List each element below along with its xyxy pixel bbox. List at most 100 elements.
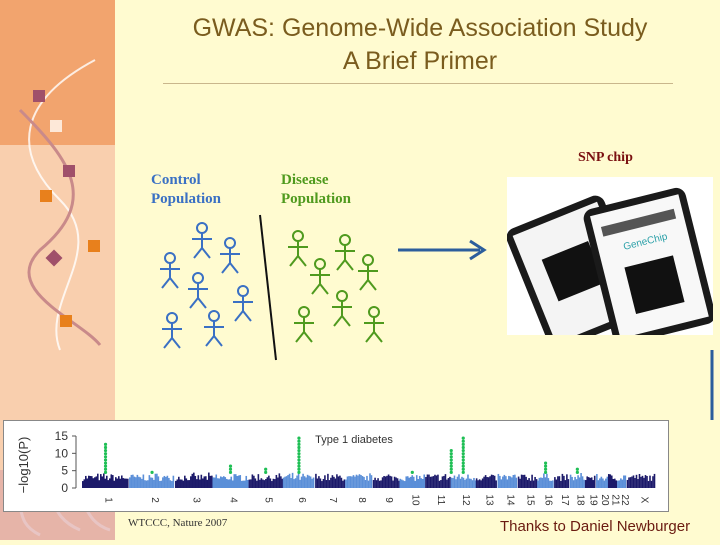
snp-mark [116, 478, 119, 488]
title-divider [163, 83, 673, 84]
snp-mark [231, 480, 234, 488]
y-tick-label: 10 [55, 446, 69, 460]
control-person-icon [160, 252, 180, 289]
head [362, 254, 374, 266]
legs [333, 314, 351, 327]
snp-mark [623, 475, 625, 488]
snp-mark [138, 476, 140, 488]
snp-mark [552, 480, 554, 488]
control-population-label: Control Population [151, 171, 221, 209]
hit-point [461, 461, 465, 465]
snp-mark [544, 477, 547, 488]
legs [161, 276, 179, 289]
snp-mark [266, 477, 269, 488]
hit-peak [449, 448, 453, 474]
hit-point [150, 470, 154, 474]
snp-mark [346, 476, 349, 488]
chromosome-16 [537, 473, 554, 488]
snp-mark [406, 476, 409, 488]
snp-mark [265, 479, 267, 488]
chromosome-14 [497, 473, 518, 488]
hit-point [228, 464, 233, 468]
snp-mark [156, 473, 158, 488]
snp-mark [369, 473, 371, 488]
disease-person-icon [288, 230, 308, 267]
snp-mark [649, 475, 651, 488]
chromosome-10 [399, 474, 426, 488]
snp-mark [333, 476, 335, 488]
x-tick-label: X [638, 497, 649, 504]
snp-mark [531, 474, 533, 488]
hit-point [103, 448, 108, 453]
snp-mark [237, 475, 240, 488]
snp-mark [641, 475, 644, 488]
snp-mark [211, 475, 213, 488]
hit-point [543, 467, 548, 471]
snp-mark [599, 478, 601, 488]
snp-mark [256, 480, 258, 488]
snp-mark [554, 477, 556, 488]
snp-mark [357, 475, 359, 488]
disease-person-icon [310, 258, 330, 295]
disease-person-icon [335, 234, 355, 271]
snp-mark [139, 477, 142, 488]
snp-mark [225, 478, 228, 488]
snp-mark [506, 479, 509, 488]
snp-mark [583, 479, 585, 488]
snp-mark [381, 477, 384, 488]
snp-mark [520, 474, 523, 488]
hit-point [297, 442, 301, 446]
head [192, 272, 204, 284]
chromosome-19 [584, 475, 596, 488]
snp-mark [100, 474, 102, 488]
snp-mark [505, 476, 507, 488]
legs [193, 246, 211, 259]
snp-mark [441, 476, 444, 488]
snp-mark [459, 478, 462, 488]
snp-mark [578, 477, 581, 488]
head [224, 237, 236, 249]
snp-mark [638, 473, 641, 488]
snp-mark [188, 480, 191, 488]
snp-mark [274, 479, 276, 488]
snp-mark [355, 474, 358, 488]
x-tick-label: 2 [149, 497, 160, 503]
head [292, 230, 304, 242]
head [336, 290, 348, 302]
snp-mark [342, 480, 344, 488]
snp-mark [203, 476, 206, 488]
hit-point [103, 452, 108, 456]
snp-mark [535, 479, 538, 488]
snp-mark [110, 474, 113, 488]
snp-mark [205, 476, 207, 488]
snp-mark [206, 479, 209, 488]
head [314, 258, 326, 270]
snp-mark [538, 477, 541, 488]
chromosome-X [626, 473, 656, 488]
snp-mark [574, 476, 576, 488]
label-line: Population [151, 191, 222, 207]
snp-mark [294, 478, 297, 488]
snp-mark [107, 480, 110, 488]
snp-mark [248, 479, 251, 488]
snp-mark [398, 480, 400, 488]
hit-peak [410, 470, 414, 474]
snp-mark [354, 476, 356, 488]
snp-mark [467, 474, 469, 488]
snp-mark [435, 475, 438, 488]
legs [205, 334, 223, 347]
snp-mark [151, 477, 154, 488]
control-person-icon [204, 310, 224, 347]
control-person-icon [233, 285, 253, 322]
snp-mark [432, 476, 435, 488]
snp-mark [443, 475, 445, 488]
snp-mark [290, 478, 292, 488]
legs [289, 254, 307, 267]
chromosome-9 [372, 474, 400, 488]
x-tick-label: 18 [574, 494, 585, 506]
population-divider [259, 214, 277, 361]
snp-mark [495, 480, 497, 488]
snp-mark [522, 474, 524, 488]
snp-mark [596, 474, 598, 488]
snp-mark [425, 476, 427, 488]
